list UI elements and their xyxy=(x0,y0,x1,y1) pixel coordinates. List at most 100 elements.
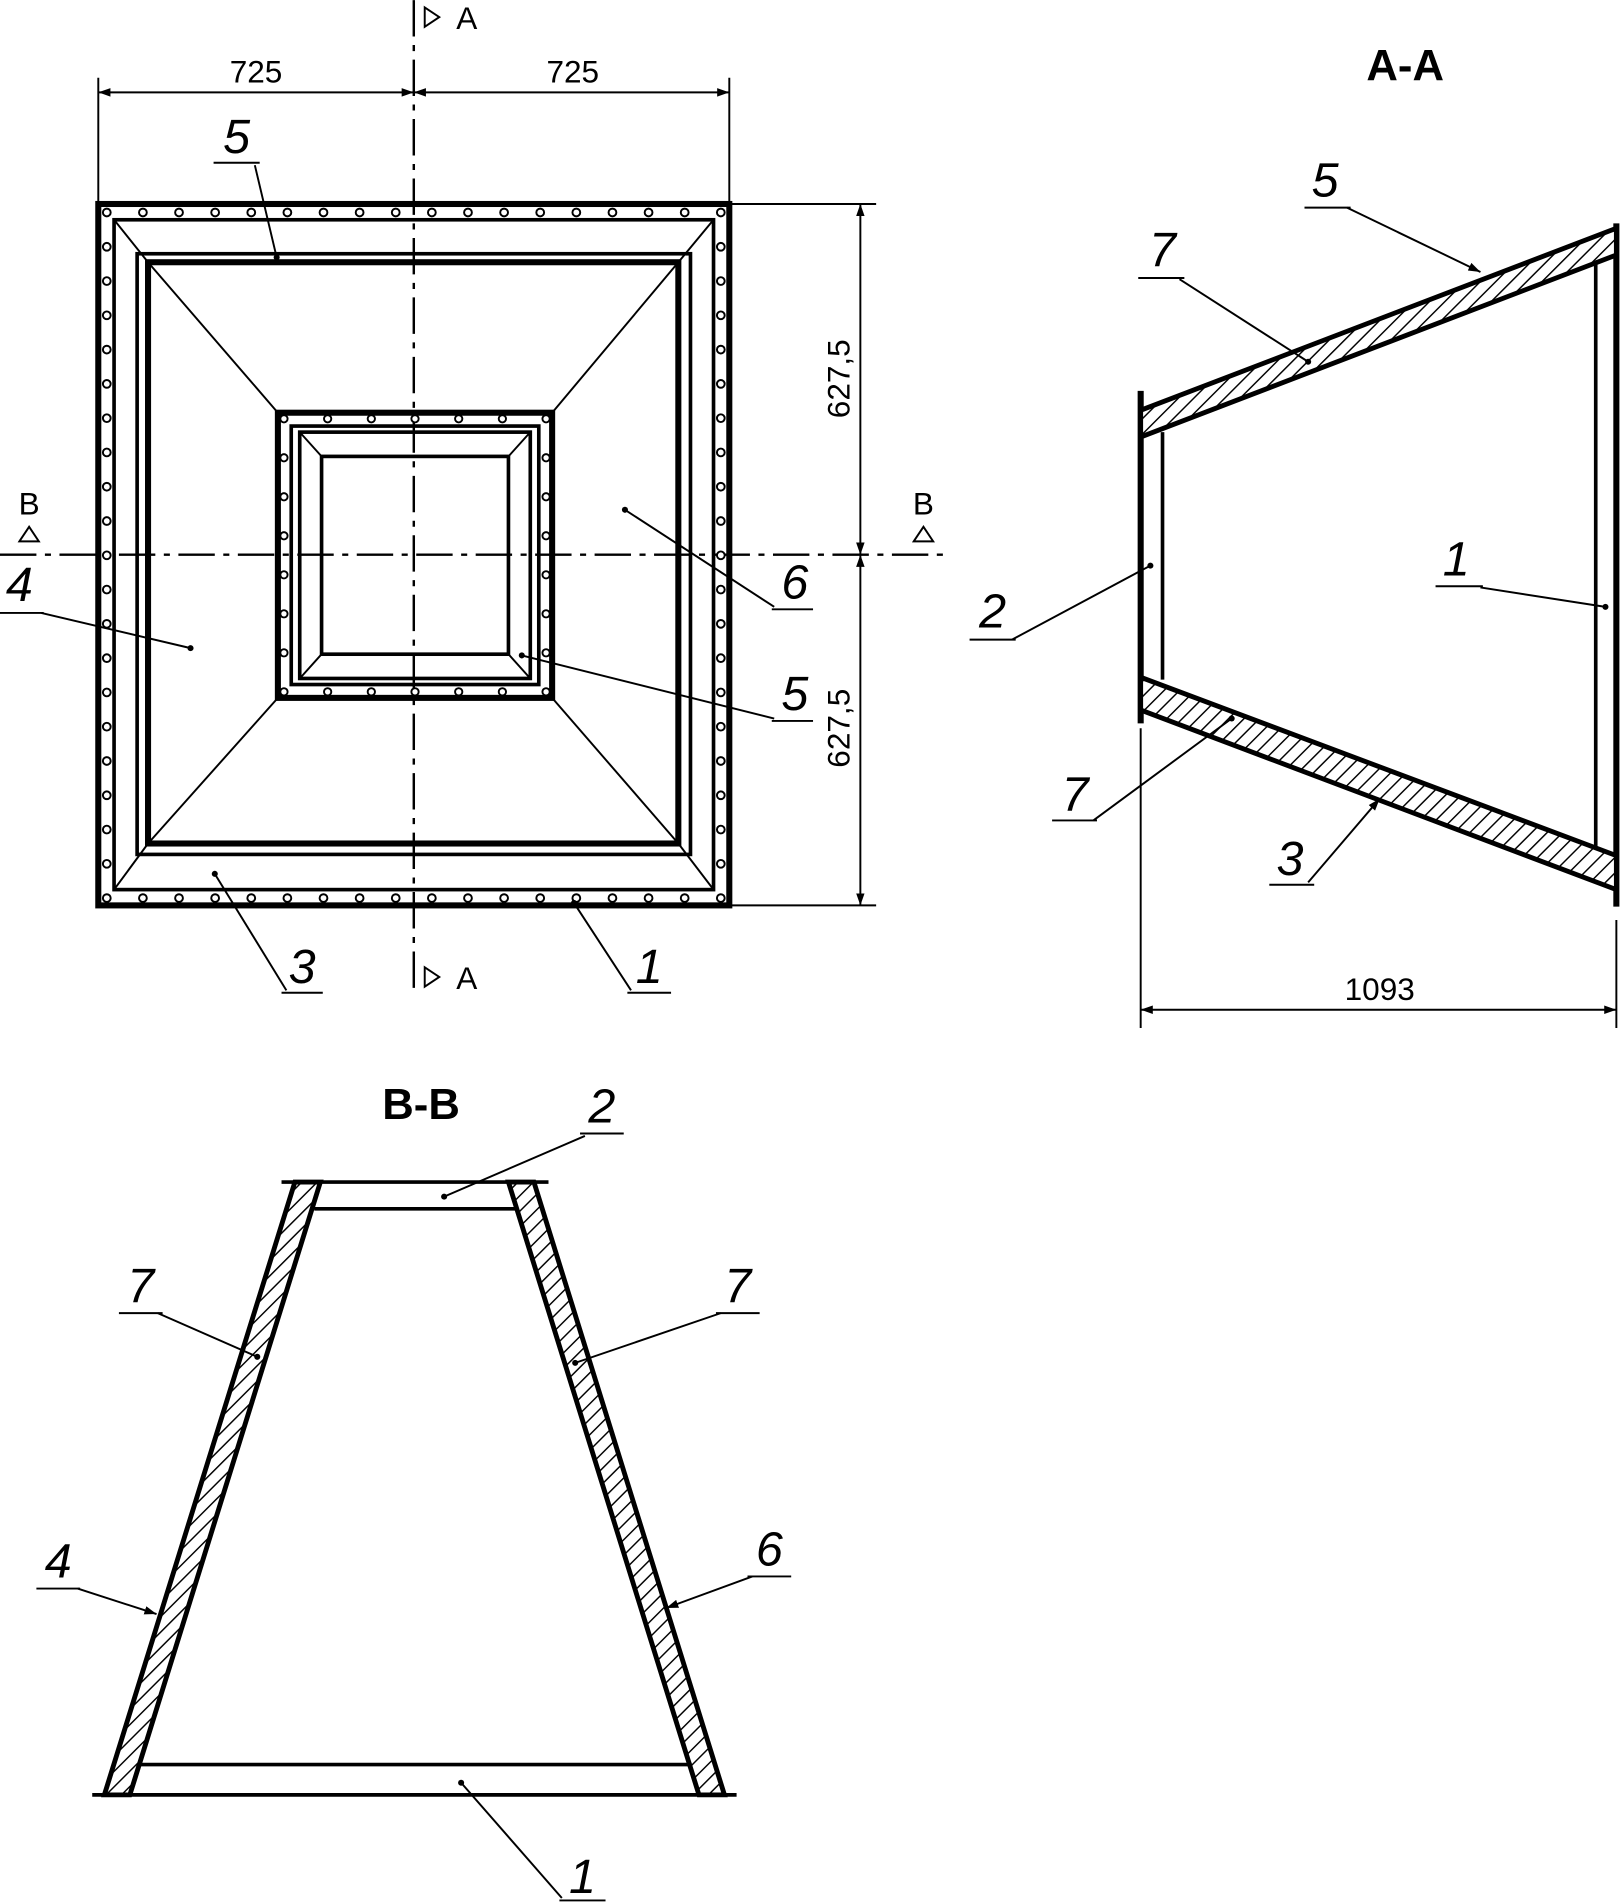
bolt-hole xyxy=(101,344,112,355)
outer-frame-3 xyxy=(135,251,693,857)
bolt-hole xyxy=(715,379,726,389)
callout-6: 6 xyxy=(621,506,814,611)
inner-bolt-holes xyxy=(279,414,551,697)
cut-arrow-b-right xyxy=(911,525,935,543)
svg-text:3: 3 xyxy=(1276,832,1303,886)
bb-wall-left xyxy=(101,1179,324,1798)
dim-lower-label: 627,5 xyxy=(820,689,856,768)
callout-5-top: 5 xyxy=(213,110,280,261)
svg-text:4: 4 xyxy=(6,558,33,612)
svg-text:1: 1 xyxy=(636,940,663,994)
dim-left-label: 725 xyxy=(230,54,283,90)
cut-b-left-label: B xyxy=(19,486,40,522)
bolt-hole xyxy=(715,207,726,218)
bolt-hole xyxy=(101,721,112,732)
bolt-hole xyxy=(101,516,112,526)
cut-b-right-label: B xyxy=(913,486,934,522)
svg-text:2: 2 xyxy=(978,585,1006,639)
bolt-hole xyxy=(427,893,437,903)
bolt-hole xyxy=(715,276,726,286)
cut-a-top-label: A xyxy=(456,0,477,36)
bolt-hole xyxy=(318,207,329,218)
aa-callout-7-bottom: 7 xyxy=(1052,715,1235,822)
bb-callout-1: 1 xyxy=(458,1779,606,1903)
panel-edge-br xyxy=(551,697,680,845)
bolt-hole xyxy=(541,687,551,697)
bolt-hole xyxy=(715,653,726,663)
bolt-hole xyxy=(499,893,509,903)
bolt-hole xyxy=(282,893,293,903)
bolt-hole xyxy=(715,516,726,526)
bolt-hole xyxy=(101,687,112,698)
callout-1: 1 xyxy=(570,899,672,994)
bolt-hole xyxy=(210,207,220,218)
bb-callout-7-right: 7 xyxy=(572,1259,760,1366)
bolt-hole xyxy=(101,824,112,835)
aa-callout-5: 5 xyxy=(1304,154,1481,273)
svg-text:4: 4 xyxy=(45,1535,72,1589)
bolt-hole xyxy=(715,824,726,835)
bolt-hole xyxy=(390,207,401,218)
bolt-hole xyxy=(535,207,546,218)
bb-callout-4: 4 xyxy=(36,1535,157,1615)
bolt-hole xyxy=(715,584,726,595)
bolt-hole xyxy=(279,492,289,502)
bolt-hole xyxy=(541,414,551,424)
dim-upper-label: 627,5 xyxy=(820,339,856,418)
bolt-hole xyxy=(101,893,112,903)
bolt-hole xyxy=(454,414,464,424)
bolt-hole xyxy=(715,344,726,355)
bolt-hole xyxy=(279,414,289,424)
bolt-hole xyxy=(101,413,112,424)
inner-flange xyxy=(274,409,556,701)
section-bb-title: B-B xyxy=(382,1080,460,1129)
bolt-hole xyxy=(571,207,582,218)
bolt-hole xyxy=(499,207,509,218)
bolt-hole xyxy=(366,414,376,424)
bolt-hole xyxy=(101,619,112,629)
bolt-hole xyxy=(643,207,654,218)
outer-flange-inner-edge xyxy=(112,217,716,892)
svg-text:3: 3 xyxy=(289,940,316,994)
bb-callout-2: 2 xyxy=(441,1080,624,1200)
bolt-hole xyxy=(390,893,401,903)
bolt-hole xyxy=(607,207,618,218)
aa-callout-2: 2 xyxy=(969,562,1154,641)
section-bb: B-B 2 7 7 4 xyxy=(36,1080,792,1903)
bolt-hole xyxy=(679,207,690,218)
panel-edge-bl xyxy=(147,697,279,845)
bolt-hole xyxy=(541,453,551,463)
aa-callout-1: 1 xyxy=(1435,532,1609,610)
bolt-hole xyxy=(323,414,333,424)
svg-text:6: 6 xyxy=(781,555,808,609)
bolt-hole xyxy=(174,893,184,903)
outer-flange xyxy=(95,200,733,909)
bolt-hole xyxy=(282,207,293,218)
bolt-hole xyxy=(463,893,473,903)
svg-text:1: 1 xyxy=(1443,532,1470,586)
bolt-hole xyxy=(101,310,112,321)
callout-3: 3 xyxy=(211,870,323,994)
svg-text:7: 7 xyxy=(724,1259,753,1313)
bolt-hole xyxy=(427,207,437,218)
bolt-hole xyxy=(715,413,726,424)
bolt-hole xyxy=(715,687,726,698)
svg-text:5: 5 xyxy=(1312,154,1340,208)
bolt-hole xyxy=(101,584,112,595)
aa-callout-3: 3 xyxy=(1269,797,1381,886)
bolt-hole xyxy=(535,893,546,903)
bolt-hole xyxy=(279,609,289,619)
svg-text:5: 5 xyxy=(781,667,809,721)
panel-edge-tl xyxy=(147,261,279,414)
aa-wall-top xyxy=(1138,224,1619,441)
bolt-hole xyxy=(101,653,112,663)
inner-flange-edge xyxy=(289,424,541,687)
bolt-hole xyxy=(210,893,220,903)
svg-text:1: 1 xyxy=(569,1850,596,1903)
bolt-hole xyxy=(497,687,507,697)
bolt-hole xyxy=(138,207,148,218)
inner-frame xyxy=(297,430,533,681)
bolt-hole xyxy=(101,858,112,869)
aa-wall-bottom xyxy=(1138,673,1619,894)
